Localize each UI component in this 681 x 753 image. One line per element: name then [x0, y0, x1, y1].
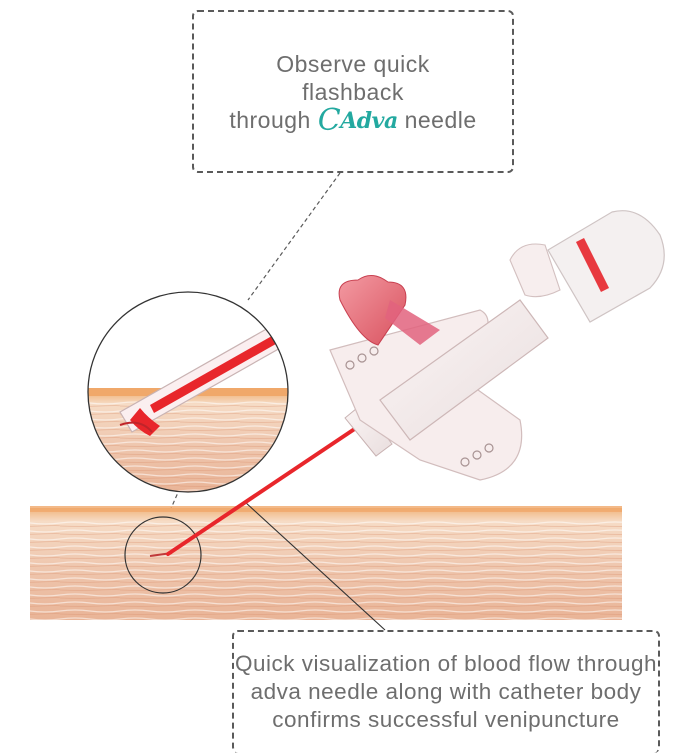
- top-callout-through: through: [229, 107, 311, 133]
- top-callout-line-2: flashback: [194, 78, 512, 106]
- skin-strip: [30, 506, 622, 620]
- top-callout-line-3: through CAdva needle: [194, 106, 512, 135]
- bottom-callout-line-3: confirms successful venipuncture: [234, 706, 658, 734]
- bottom-callout: Quick visualization of blood flow throug…: [232, 630, 660, 753]
- luer-cap: [548, 211, 664, 322]
- top-connector-line: [248, 173, 340, 300]
- bottom-callout-line-1: Quick visualization of blood flow throug…: [234, 650, 658, 678]
- top-callout: Observe quick flashback through CAdva ne…: [192, 10, 514, 173]
- adva-brand-text: Adva: [340, 108, 398, 134]
- zoom-circle: [88, 292, 312, 492]
- adva-logo: CAdva: [318, 108, 398, 134]
- top-callout-needle: needle: [405, 107, 477, 133]
- top-callout-line-1: Observe quick: [194, 50, 512, 78]
- bottom-callout-line-2: adva needle along with catheter body: [234, 678, 658, 706]
